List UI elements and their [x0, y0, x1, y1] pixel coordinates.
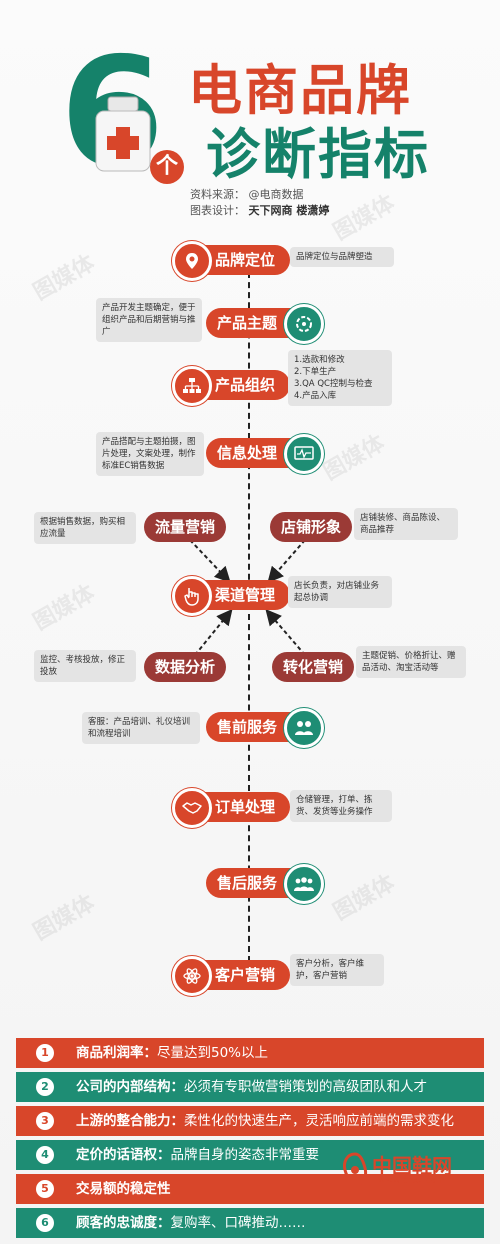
indicator-number: 6 [36, 1214, 54, 1232]
people-icon [284, 708, 324, 748]
note-conversion-marketing: 主题促销、价格折让、赠品活动、淘宝活动等 [356, 646, 466, 678]
design-credit: 图表设计： 天下网商 楼潇婷 [190, 204, 330, 217]
indicator-bar-4: 4 定价的话语权：品牌自身的姿态非常重要 [16, 1140, 484, 1170]
note-info-process: 产品搭配与主题拍摄，图片处理，文案处理，制作标准EC销售数据 [96, 432, 204, 476]
indicator-number: 3 [36, 1112, 54, 1130]
note-product-org: 1.选款和修改 2.下单生产 3.QA QC控制与检查 4.产品入库 [288, 350, 392, 406]
hand-icon [172, 576, 212, 616]
note-customer-marketing: 客户分析，客户维护，客户营销 [290, 954, 384, 986]
shoe-logo-icon [343, 1152, 368, 1186]
indicator-bar-3: 3 上游的整合能力：柔性化的快速生产，灵活响应前端的需求变化 [16, 1106, 484, 1136]
location-icon [172, 241, 212, 281]
source-credit: 资料来源： @电商数据 [190, 188, 304, 201]
note-product-theme: 产品开发主题确定，便于组织产品和后期营销与推广 [96, 298, 202, 342]
arrow-data-to-channel [194, 608, 233, 656]
indicator-number: 4 [36, 1146, 54, 1164]
logo-name: 中国鞋网 [372, 1154, 452, 1178]
medicine-bottle-icon [95, 96, 151, 172]
indicator-bar-1: 1 商品利润率：尽量达到50%以上 [16, 1038, 484, 1068]
indicator-bar-6: 6 顾客的忠诚度：复购率、口碑推动…… [16, 1208, 484, 1238]
indicator-number: 5 [36, 1180, 54, 1198]
indicator-bar-2: 2 公司的内部结构：必须有专职做营销策划的高级团队和人才 [16, 1072, 484, 1102]
node-store-image: 店铺形象 [270, 512, 352, 542]
note-presale-service: 客服：产品培训、礼仪培训和流程培训 [82, 712, 200, 744]
arrow-conversion-to-channel [265, 608, 306, 656]
site-logo: 中国鞋网 www.cnxz.com [340, 1150, 475, 1190]
note-data-analysis: 监控、考核投放，修正投放 [34, 650, 136, 682]
note-brand-position: 品牌定位与品牌塑造 [290, 247, 394, 267]
arrow-store-to-channel [267, 539, 306, 584]
note-traffic-marketing: 根据销售数据，购买相应流量 [34, 512, 136, 544]
flow-vertical-line [248, 262, 250, 962]
org-chart-icon [172, 366, 212, 406]
arrow-traffic-to-channel [189, 539, 231, 583]
page-title-line2: 诊断指标 [206, 123, 430, 186]
header-ge-badge: 个 [150, 150, 184, 184]
handshake-icon [172, 788, 212, 828]
note-store-image: 店铺装修、商品陈设、商品推荐 [354, 508, 458, 540]
note-channel-mgmt: 店长负责，对店铺业务起总协调 [288, 576, 392, 608]
node-data-analysis: 数据分析 [144, 652, 226, 682]
target-icon [284, 304, 324, 344]
atom-icon [172, 956, 212, 996]
node-traffic-marketing: 流量营销 [144, 512, 226, 542]
indicator-bar-5: 5 交易额的稳定性 [16, 1174, 484, 1204]
indicator-number: 1 [36, 1044, 54, 1062]
logo-url: www.cnxz.com [378, 1176, 445, 1186]
indicator-number: 2 [36, 1078, 54, 1096]
group-icon [284, 864, 324, 904]
note-order-process: 仓储管理，打单、拣货、发货等业务操作 [290, 790, 392, 822]
monitor-icon [284, 434, 324, 474]
node-conversion-marketing: 转化营销 [272, 652, 354, 682]
page-title-line1: 电商品牌 [188, 59, 412, 122]
